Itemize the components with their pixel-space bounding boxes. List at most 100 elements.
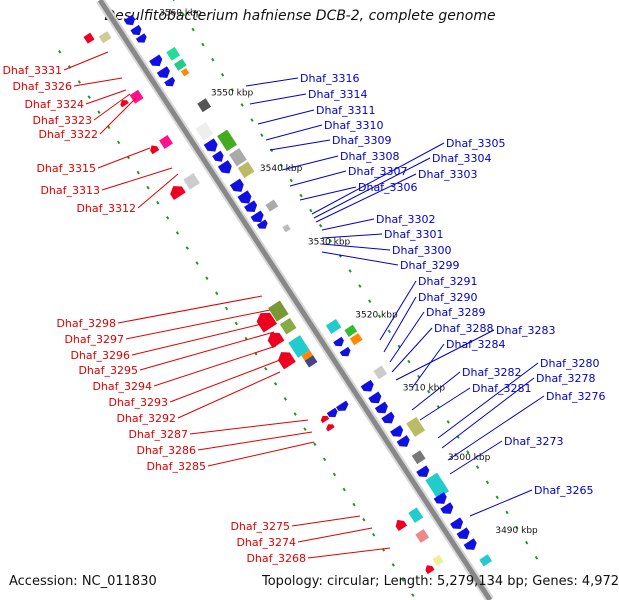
reverse-gene-6-shape <box>183 173 200 190</box>
forward-gene-0-shape <box>123 14 135 26</box>
tick-track-left <box>136 170 140 175</box>
tick-track-right <box>475 465 480 469</box>
right-gene-label: Dhaf_3284 <box>446 338 506 351</box>
forward-gene-34-shape <box>390 425 404 437</box>
right-gene-label: Dhaf_3299 <box>400 259 460 272</box>
forward-gene-40-shape <box>433 492 447 504</box>
tick-track-right <box>377 314 382 319</box>
forward-gene-19-shape <box>244 200 258 213</box>
reverse-gene-4 <box>159 135 173 149</box>
tick-track-right <box>240 103 244 107</box>
reverse-gene-15 <box>304 355 318 368</box>
tick-track-right <box>466 450 470 454</box>
reverse-gene-10-shape <box>279 317 297 335</box>
tick-track-left <box>195 261 199 265</box>
tick-track-right <box>387 329 391 334</box>
reverse-gene-18-shape <box>320 415 330 424</box>
forward-gene-20-shape <box>250 210 264 223</box>
tick-track-right <box>220 72 225 77</box>
forward-gene-16-shape <box>237 161 255 179</box>
tick-track-left <box>205 276 209 280</box>
left-leader-line <box>153 345 277 387</box>
forward-gene-38 <box>416 465 430 477</box>
reverse-gene-24-shape <box>425 565 435 575</box>
forward-gene-23-shape <box>282 224 291 233</box>
tick-track-left <box>371 532 376 537</box>
reverse-gene-15-shape <box>304 355 318 368</box>
forward-gene-19 <box>244 200 258 213</box>
left-gene-label: Dhaf_3286 <box>136 444 196 457</box>
left-gene-label: Dhaf_3331 <box>2 64 62 77</box>
forward-gene-9-shape <box>197 98 212 113</box>
forward-gene-21-shape <box>256 219 268 229</box>
forward-gene-1 <box>130 24 142 36</box>
left-gene-label: Dhaf_3322 <box>38 128 98 141</box>
forward-gene-37 <box>411 450 426 465</box>
tick-track-right <box>328 238 333 243</box>
left-gene-label: Dhaf_3323 <box>32 114 92 127</box>
reverse-gene-1-shape <box>98 31 112 44</box>
tick-track-left <box>87 95 91 99</box>
right-leader-line <box>321 233 383 239</box>
forward-gene-21 <box>256 219 268 229</box>
left-gene-label: Dhaf_3293 <box>108 396 168 409</box>
left-gene-label: Dhaf_3294 <box>92 380 152 393</box>
forward-gene-3 <box>149 54 163 67</box>
right-gene-label: Dhaf_3316 <box>300 72 360 85</box>
left-leader-line <box>207 441 315 467</box>
forward-gene-40 <box>433 492 447 504</box>
map-title: Desulfitobacterium hafniense DCB-2, comp… <box>104 8 496 24</box>
right-gene-label: Dhaf_3265 <box>534 484 594 497</box>
forward-gene-38-shape <box>416 465 430 477</box>
left-gene-label: Dhaf_3274 <box>236 536 296 549</box>
forward-gene-18-shape <box>237 190 252 204</box>
reverse-gene-4-shape <box>159 135 173 149</box>
tick-track-left <box>283 397 288 401</box>
reverse-gene-8 <box>268 300 289 322</box>
left-gene-label: Dhaf_3297 <box>64 333 124 346</box>
forward-gene-36 <box>406 416 426 437</box>
forward-gene-30 <box>368 391 382 404</box>
forward-gene-36-shape <box>406 416 426 437</box>
tick-track-left <box>362 517 366 522</box>
tick-track-right <box>495 495 499 500</box>
tick-track-right <box>446 420 450 424</box>
scale-label: 3550 kbp <box>211 88 254 98</box>
right-leader-line <box>411 371 461 411</box>
forward-gene-22-shape <box>265 199 279 212</box>
forward-gene-20 <box>250 210 264 223</box>
reverse-gene-1 <box>98 31 112 44</box>
reverse-gene-18 <box>320 415 330 424</box>
forward-gene-12-shape <box>212 150 224 162</box>
right-gene-label: Dhaf_3301 <box>384 228 444 241</box>
forward-gene-2 <box>135 33 147 43</box>
right-gene-label: Dhaf_3307 <box>348 165 408 178</box>
reverse-gene-11 <box>267 332 285 349</box>
reverse-gene-0 <box>83 32 95 44</box>
right-gene-label: Dhaf_3283 <box>496 324 556 337</box>
forward-gene-11-shape <box>203 138 218 152</box>
accession-text: Accession: NC_011830 <box>9 574 157 589</box>
tick-track-right <box>485 480 490 485</box>
right-leader-line <box>441 377 535 449</box>
tick-track-left <box>322 457 327 462</box>
left-gene-label: Dhaf_3268 <box>246 552 306 565</box>
tick-track-left <box>293 412 297 416</box>
right-leader-line <box>437 362 539 439</box>
forward-gene-15 <box>229 148 247 167</box>
right-gene-label: Dhaf_3311 <box>316 104 376 117</box>
reverse-gene-8-shape <box>268 300 289 322</box>
left-leader-line <box>93 93 131 121</box>
left-gene-label: Dhaf_3296 <box>70 349 130 362</box>
tick-track-right <box>348 269 352 273</box>
forward-gene-5-shape <box>164 76 176 87</box>
forward-gene-26-shape <box>349 333 363 346</box>
forward-gene-10 <box>195 122 214 141</box>
forward-gene-27 <box>333 336 344 347</box>
right-gene-label: Dhaf_3288 <box>434 322 494 335</box>
tick-track-right <box>505 510 509 515</box>
right-leader-line <box>321 243 391 251</box>
left-leader-line <box>137 173 179 209</box>
forward-gene-18 <box>237 190 252 204</box>
forward-gene-12 <box>212 150 224 162</box>
